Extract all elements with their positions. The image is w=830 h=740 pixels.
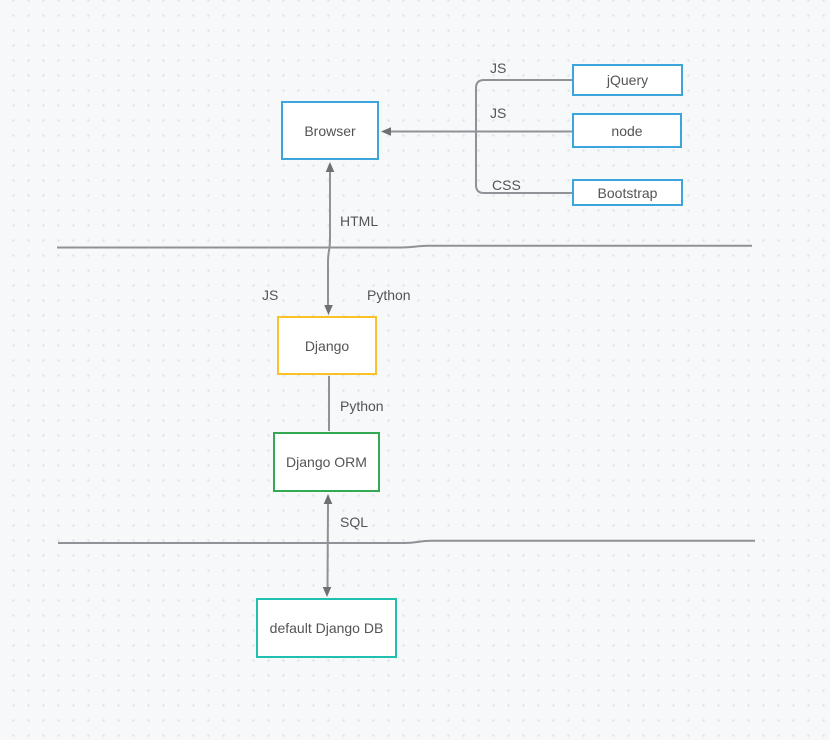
edge-bracket-libs[interactable]: [475, 79, 572, 194]
node-node-label: node: [611, 122, 643, 139]
edge-label-html[interactable]: HTML: [340, 213, 379, 229]
tier-divider-browser-server[interactable]: [57, 244, 752, 249]
arrowhead-into-django-top: [324, 305, 333, 315]
node-default-django-db-label: default Django DB: [269, 620, 384, 636]
edge-label-python-orm[interactable]: Python: [340, 398, 384, 414]
node-node[interactable]: node: [572, 113, 682, 148]
tier-label-python-server[interactable]: Python: [367, 287, 411, 303]
node-bootstrap[interactable]: Bootstrap: [572, 179, 683, 206]
arrowhead-into-db-top: [322, 587, 332, 597]
edge-label-jquery-js[interactable]: JS: [490, 60, 507, 76]
arrowhead-into-browser-right: [381, 127, 391, 136]
edge-browser-django[interactable]: [327, 172, 331, 305]
edge-label-bootstrap-css[interactable]: CSS: [492, 177, 521, 193]
arrowhead-into-orm-bottom: [323, 494, 333, 504]
edge-label-node-js[interactable]: JS: [490, 105, 507, 121]
edge-orm-db[interactable]: [326, 503, 329, 588]
node-django-orm[interactable]: Django ORM: [273, 432, 380, 492]
tier-label-js-client[interactable]: JS: [262, 287, 279, 303]
node-django-label: Django: [304, 337, 350, 354]
edge-label-sql[interactable]: SQL: [340, 514, 369, 530]
node-browser[interactable]: Browser: [281, 101, 379, 160]
node-jquery-label: jQuery: [606, 72, 649, 88]
node-bootstrap-label: Bootstrap: [597, 184, 658, 201]
tier-divider-server-db[interactable]: [58, 539, 755, 544]
node-jquery[interactable]: jQuery: [572, 64, 683, 96]
node-default-django-db[interactable]: default Django DB: [256, 598, 397, 658]
node-django[interactable]: Django: [277, 316, 377, 375]
arrowhead-into-browser-bottom: [325, 162, 335, 172]
node-browser-label: Browser: [304, 122, 356, 139]
node-django-orm-label: Django ORM: [286, 454, 367, 470]
